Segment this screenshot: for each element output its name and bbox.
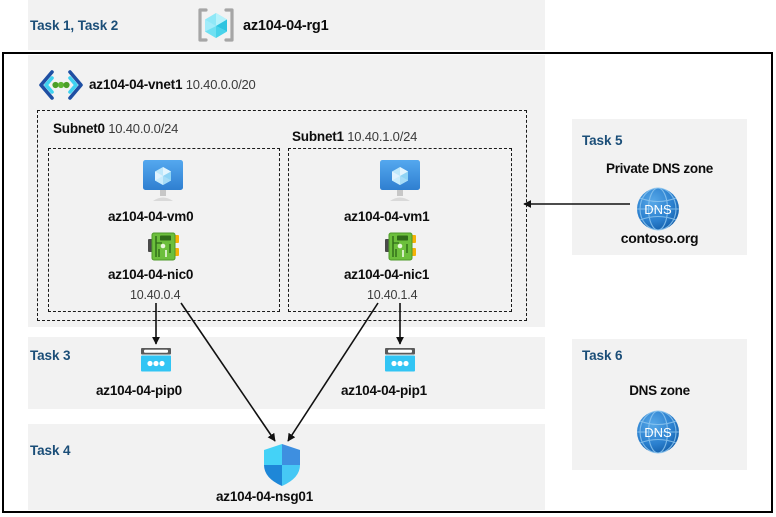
subnet1-header: Subnet1 10.40.1.0/24 [292,128,417,146]
nic0-name: az104-04-nic0 [108,267,194,282]
task-label-6: Task 6 [582,348,623,363]
public-ip-address-icon [383,347,417,375]
resource-group-name: az104-04-rg1 [243,18,329,34]
dns-zone-icon: DNS [634,185,682,233]
private-dns-panel [572,119,747,255]
resource-group-icon [196,6,236,44]
subnets-container [37,110,527,321]
subnet0-box [48,148,280,312]
subnet0-cidr: 10.40.0.0/24 [108,121,179,136]
public-ip-address-icon [139,347,173,375]
private-dns-name: contoso.org [620,230,699,246]
nsg-name: az104-04-nsg01 [216,489,314,504]
task-label-5: Task 5 [582,133,623,148]
vnet-cidr: 10.40.0.0/20 [185,77,256,92]
subscription-frame [2,52,773,513]
virtual-machine-icon [134,158,192,204]
vnet-header: az104-04-vnet1 10.40.0.0/20 [89,76,256,94]
public-dns-title: DNS zone [629,383,690,398]
dns-zone-icon: DNS [634,408,682,456]
virtual-machine-icon [371,158,429,204]
vm0-name: az104-04-vm0 [108,209,194,224]
nic1-name: az104-04-nic1 [344,267,430,282]
subnet1-cidr: 10.40.1.0/24 [347,129,418,144]
subnet0-name: Subnet0 [53,121,105,136]
vnet-panel [28,55,545,327]
private-dns-title: Private DNS zone [606,161,713,176]
nic1-ip: 10.40.1.4 [367,288,418,302]
task-label-1-2: Task 1, Task 2 [30,18,119,33]
pip0-name: az104-04-pip0 [96,383,182,398]
task-label-3: Task 3 [30,348,71,363]
nic0-ip: 10.40.0.4 [130,288,181,302]
task-label-4: Task 4 [30,443,71,458]
dns-icon-label: DNS [644,202,672,217]
dns-icon-label: DNS [644,425,672,440]
pip1-name: az104-04-pip1 [341,383,427,398]
subnet0-header: Subnet0 10.40.0.0/24 [53,120,178,138]
network-interface-icon [146,231,182,263]
virtual-network-icon [38,70,84,100]
network-interface-icon [383,231,419,263]
public-ip-panel [28,337,545,409]
vm1-name: az104-04-vm1 [344,209,430,224]
vnet-name: az104-04-vnet1 [89,77,183,92]
subnet1-name: Subnet1 [292,129,344,144]
network-security-group-icon [261,443,303,487]
resource-group-header-panel [28,0,545,50]
